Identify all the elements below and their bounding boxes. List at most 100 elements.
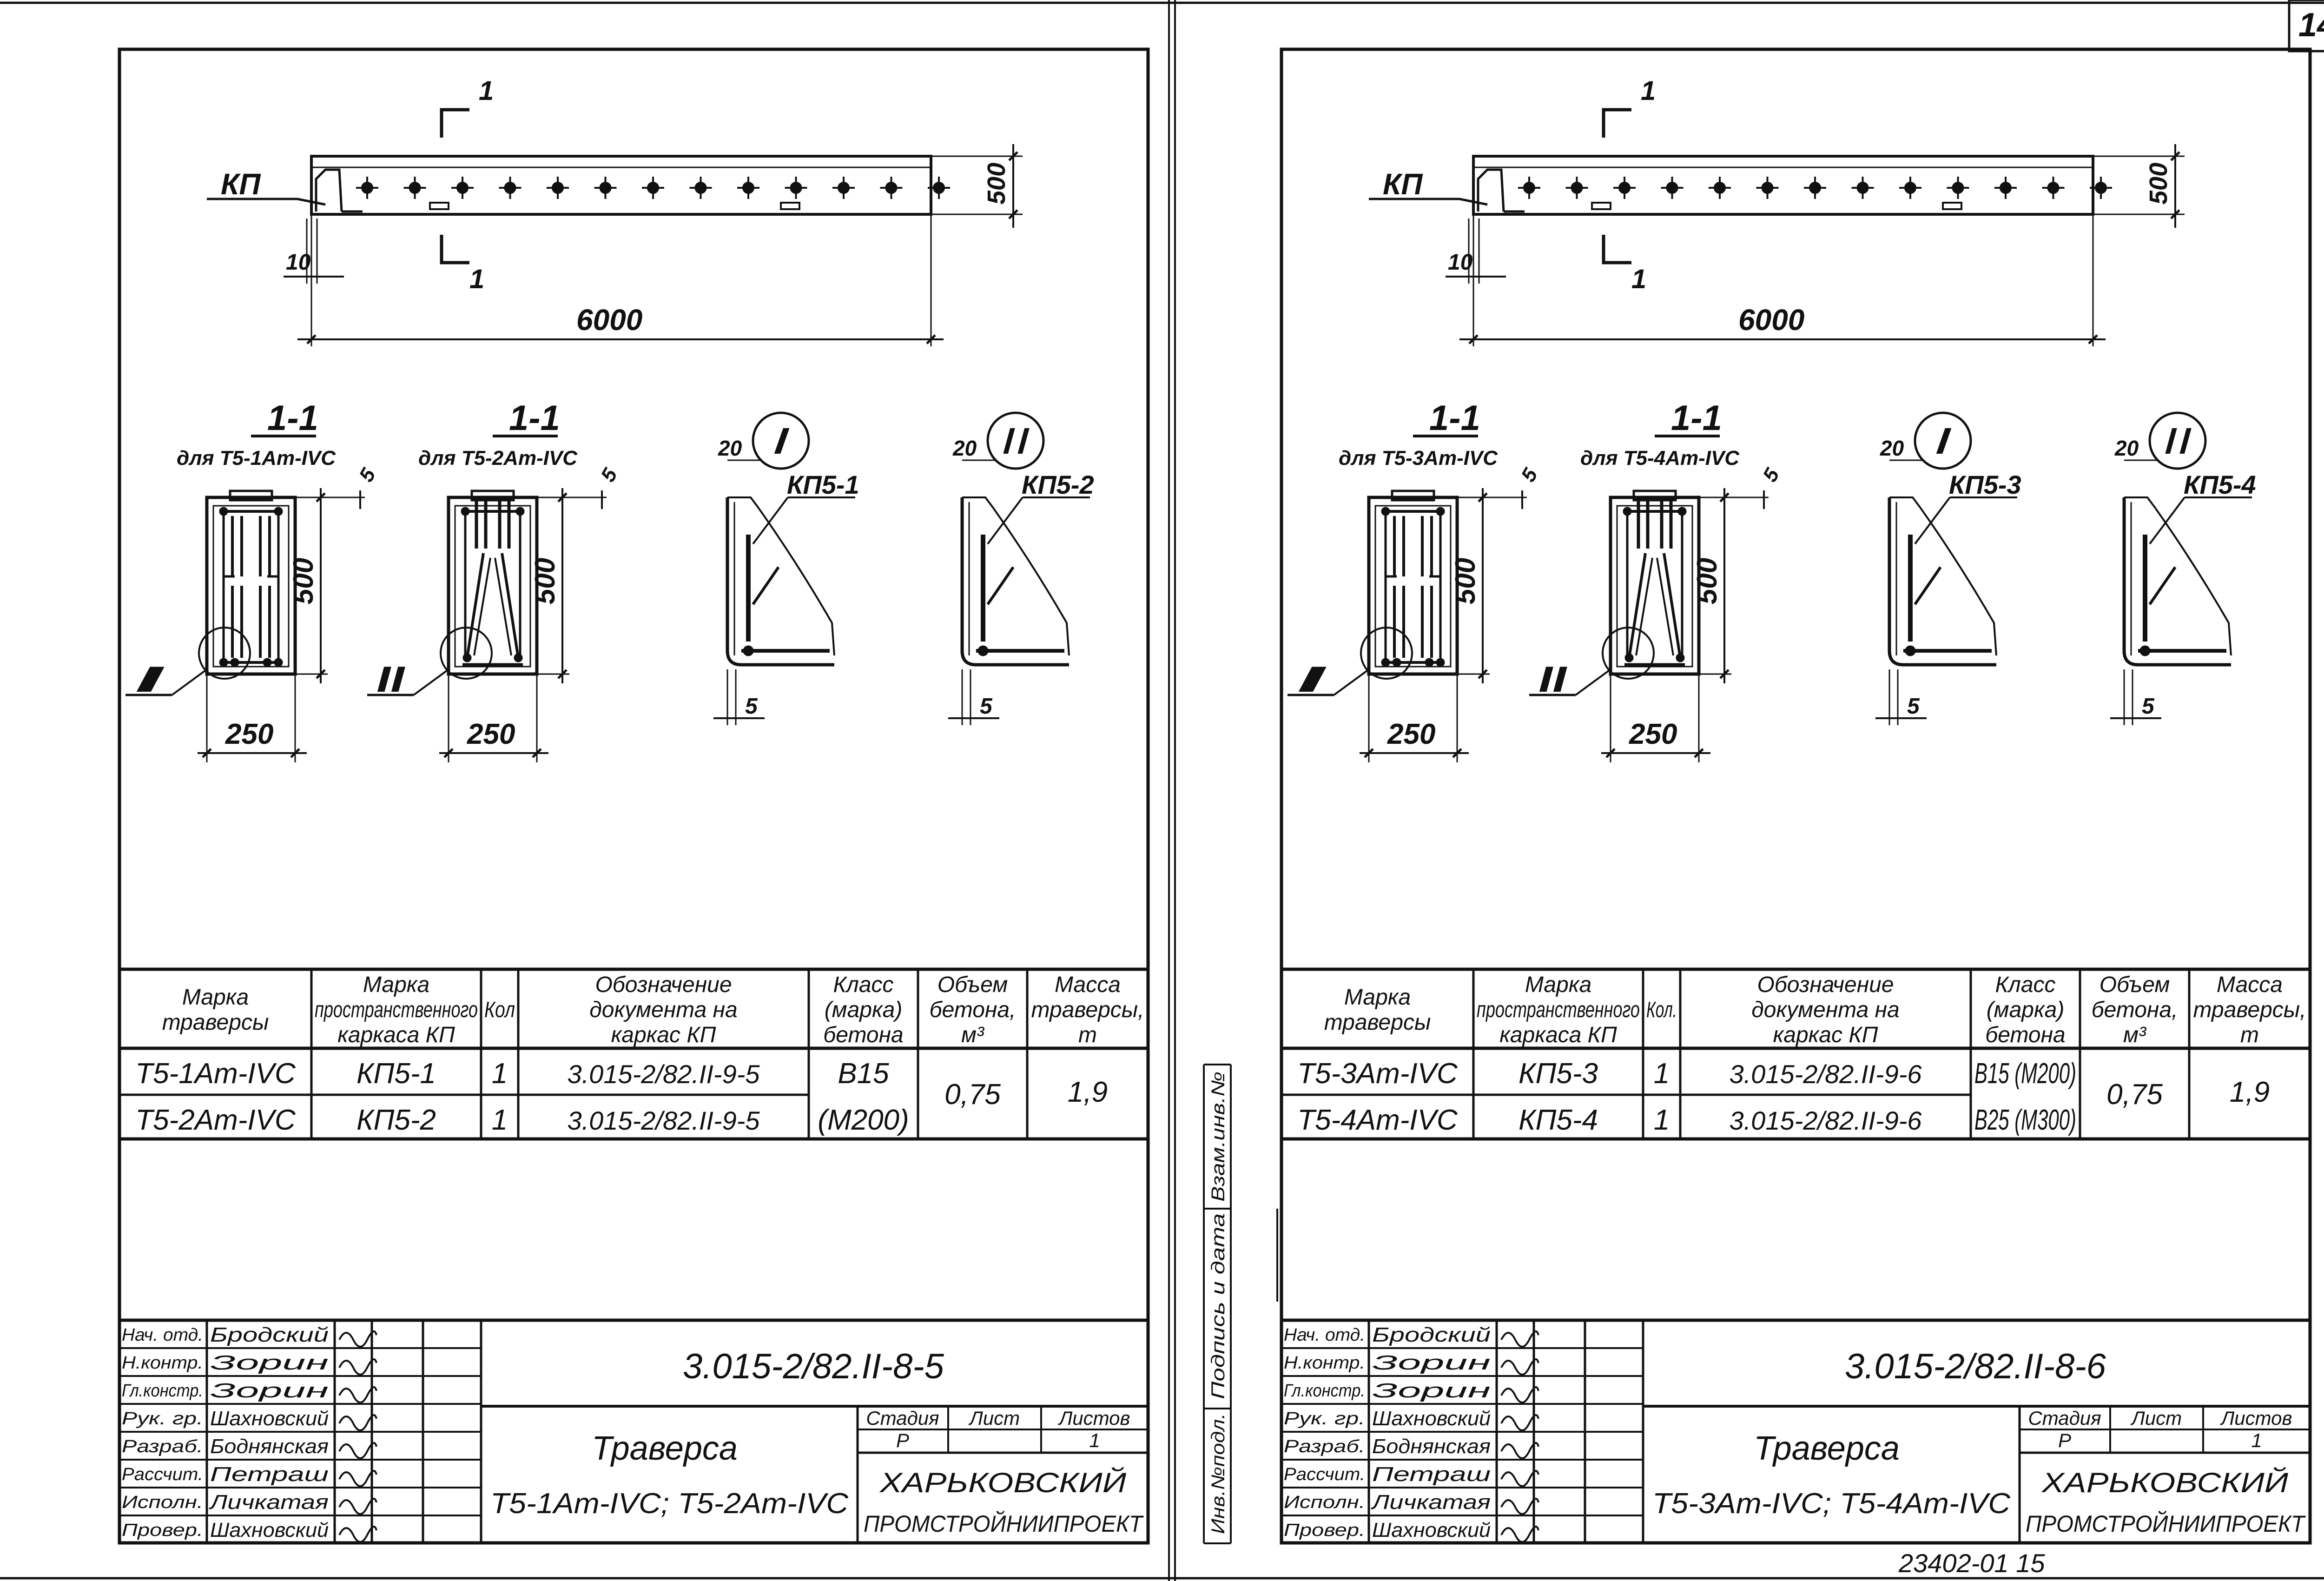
detail-bottom-dim: 5 [1907,694,1920,719]
section-title: 1-1 [509,398,560,438]
detail-bottom-dim: 5 [980,694,993,719]
detail-callout-mark: II [1538,659,1567,700]
detail-callout-mark: I [1297,659,1327,700]
side-stamp-signature-date: Подпись и дата [1208,1213,1228,1399]
table-cell: 1 [1654,1104,1670,1136]
detail-roman-mark: I [772,420,790,462]
section-mark-bottom: 1 [1631,264,1646,294]
title-block-role: Разраб. [1284,1437,1365,1456]
plan-length-dim: 6000 [1738,303,1804,337]
title-block-role: Рассчит. [1284,1465,1365,1484]
table-header-text: бетона, [2092,998,2178,1022]
section-subtitle: для Т5-2Ат-IVC [418,447,578,470]
table-header-text: каркаса КП [1499,1023,1617,1047]
table-mass-value: 1,9 [1068,1076,1108,1108]
section-width-dim: 250 [225,718,273,750]
detail-top-dim: 20 [952,436,977,460]
section-title: 1-1 [1429,398,1480,438]
table-header-text: Обозначение [595,972,732,997]
table-header-text: каркас КП [611,1023,716,1047]
section-height-dim: 500 [1450,558,1481,604]
table-mass-value: 1,9 [2230,1076,2270,1108]
table-header-text: документа на [1751,998,1900,1022]
table-cell: 3.015-2/82.II-9-6 [1729,1106,1922,1135]
section-width-dim: 250 [467,718,515,750]
detail-frame-label: КП5-3 [1949,470,2021,499]
title-block-name: Боднянская [1372,1435,1491,1458]
organization-line-2: ПРОМСТРОЙНИИПРОЕКТ [2026,1511,2306,1537]
table-cell: Т5-2Ат-IVC [135,1104,296,1136]
organization-line-1: ХАРЬКОВСКИЙ [2041,1467,2288,1498]
section-subtitle: для Т5-3Ат-IVC [1339,447,1498,470]
detail-top-dim: 20 [2114,436,2139,460]
title-block-role: Рук. гр. [1284,1409,1365,1429]
table-cell: КП5-1 [357,1058,436,1090]
corner-sheet-number: 14 [2298,7,2324,44]
table-volume-value: 0,75 [2106,1078,2163,1111]
table-header-text: м³ [961,1023,985,1047]
table-header-text: пространственного [315,998,478,1022]
table-header-text: Марка [1344,985,1411,1010]
plan-height-dim: 500 [983,163,1010,205]
table-cell: Т5-1Ат-IVC [135,1058,296,1090]
organization-line-1: ХАРЬКОВСКИЙ [879,1467,1126,1498]
title-block-name: Личкатая [208,1491,329,1514]
bottom-stamp: 23402-01 15 [1898,1548,2045,1578]
section-height-dim: 500 [1691,558,1723,604]
title-block-sheets-header: Листов [2220,1407,2292,1429]
table-cell: 1 [492,1104,508,1136]
sheet-border [1280,47,2312,1545]
table-cell: 1 [492,1058,508,1090]
detail-frame-label: КП5-4 [2184,470,2256,499]
title-block-name: Личкатая [1370,1491,1491,1514]
plan-length-dim: 6000 [576,303,642,337]
table-header-text: Кол. [1646,998,1677,1022]
plan-offset-dim: 10 [1448,250,1473,275]
table-cell: Т5-3Ат-IVC [1297,1058,1458,1090]
table-header-text: траверсы, [1031,998,1144,1022]
section-outline [447,496,539,676]
section-height-dim: 500 [288,558,319,604]
title-block-role: Исполн. [122,1493,203,1512]
drawing-subtitle: Т5-1Ат-IVC; Т5-2Ат-IVC [490,1488,849,1520]
table-cell: B15 (М200) [1974,1058,2076,1090]
title-block-stage-header: Стадия [2028,1407,2101,1429]
title-block-role: Разраб. [122,1437,203,1456]
section-mark-top: 1 [1641,76,1656,106]
document-code: 3.015-2/82.II-8-5 [683,1347,944,1386]
document-code: 3.015-2/82.II-8-6 [1845,1347,2106,1386]
title-block-role: Нач. отд. [122,1325,203,1345]
title-block-name: Зорин [210,1379,329,1402]
table-cell: 3.015-2/82.II-9-5 [567,1106,760,1135]
corner-number-box [2288,0,2324,53]
sheet-border [118,47,1150,1545]
section-subtitle: для Т5-1Ат-IVC [177,447,336,470]
table-cell: КП5-3 [1519,1058,1598,1090]
table-header-text: Обозначение [1757,972,1894,997]
table-cell: B15 [838,1058,889,1090]
title-block-name: Боднянская [210,1435,329,1458]
title-block-role: Исполн. [1284,1493,1365,1512]
title-block-name: Шахновский [1372,1519,1491,1541]
table-header-text: бетона [823,1023,903,1047]
title-block-role: Рассчит. [122,1465,203,1484]
title-block-role: Нач. отд. [1284,1325,1365,1345]
specification-table: МаркатраверсыМаркапространственногокарка… [119,967,1148,1141]
table-volume-value: 0,75 [944,1078,1001,1111]
plan-height-dim: 500 [2145,163,2172,205]
table-cell: 1 [1654,1058,1670,1090]
table-cell: (М200) [818,1104,909,1136]
table-cell: КП5-2 [357,1104,436,1136]
table-header-text: бетона, [930,998,1016,1022]
table-header-text: Масса [1055,972,1121,997]
